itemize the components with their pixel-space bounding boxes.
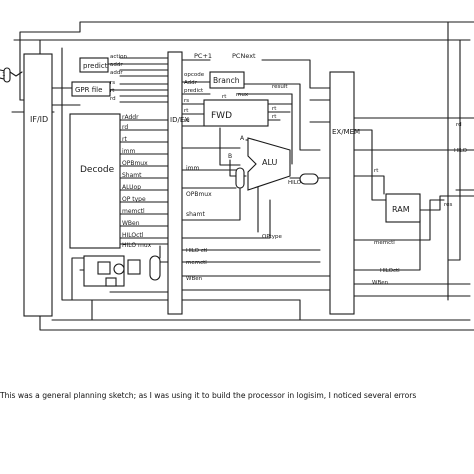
- hilo-out-label: HILO: [454, 148, 468, 154]
- action-label: action: [110, 54, 127, 60]
- pc-plus-1-label: PC+1: [194, 52, 212, 60]
- hilo-ctl2-label: HILOctl: [380, 268, 400, 274]
- top-labels: PC+1 PCNext action addr addr rs rt rd 1: [2, 52, 256, 102]
- mux-symbols: [3, 67, 319, 287]
- predict-in-label: predict: [184, 88, 204, 94]
- decode-output-label: HILO mux: [122, 242, 152, 249]
- rd-small-label: rd: [110, 96, 116, 102]
- predict-block: predict: [79, 57, 109, 73]
- stage-register-ex-mem: EX/MEM: [329, 71, 360, 315]
- res-label: res: [444, 202, 453, 208]
- gpr-file-block: GPR file: [71, 81, 111, 97]
- decode-output-label: imm: [122, 148, 136, 155]
- rt-mem-label: rt: [374, 168, 379, 174]
- decode-block: Decode: [69, 113, 121, 249]
- predict-label: predict: [83, 62, 108, 70]
- decode-output-label: rt: [122, 136, 127, 143]
- stage-label-if-id: IF/ID: [30, 115, 48, 124]
- rt-b-label: rt: [272, 114, 277, 120]
- decode-output-label: rAddr: [122, 114, 139, 121]
- decode-output-label: WBen: [122, 220, 140, 227]
- one-label: 1: [2, 72, 6, 78]
- decode-output-label: rd: [122, 124, 128, 131]
- caption: This was a general planning sketch; as I…: [0, 391, 417, 400]
- decode-output-label: ALUop: [122, 184, 141, 191]
- imm-label: imm: [186, 165, 200, 172]
- branch-block: Branch: [209, 71, 245, 89]
- idex-labels: opcode Addr predict rs rt rd rt mux resu…: [184, 72, 302, 282]
- alu-label: ALU: [262, 158, 278, 167]
- result-label: result: [272, 84, 288, 90]
- decode-output-label: memctl: [122, 208, 145, 215]
- pc-next-label: PCNext: [232, 52, 256, 60]
- decode-output-label: OP type: [122, 196, 146, 203]
- fwd-block: FWD: [203, 99, 269, 127]
- fwd-label: FWD: [211, 111, 232, 121]
- alu-block: ALU: [247, 137, 291, 191]
- addr-label: Addr: [184, 80, 198, 86]
- decode-output-label: Shamt: [122, 172, 142, 179]
- exmem-labels: rd HILO rt res memctl HILOctl WBen: [372, 122, 468, 286]
- stage-label-ex-mem: EX/MEM: [332, 128, 360, 136]
- decode-label: Decode: [80, 165, 115, 175]
- ram-block: RAM: [385, 193, 421, 223]
- rd-label: rd: [184, 118, 190, 124]
- rt-label: rt: [184, 108, 189, 114]
- hilo-label: HILO: [288, 180, 302, 186]
- mem-ctl-label: memctl: [186, 260, 207, 266]
- addr-small-label: addr: [110, 62, 123, 68]
- shamt-label: shamt: [186, 211, 205, 218]
- stage-register-if-id: IF/ID: [23, 53, 53, 317]
- gpr-file-label: GPR file: [75, 86, 102, 94]
- stage-register-id-ex: ID/EX: [167, 51, 189, 315]
- memctl2-label: memctl: [374, 240, 395, 246]
- rt-sig-label: rt: [222, 94, 227, 100]
- stage-label-id-ex: ID/EX: [170, 116, 189, 124]
- rs-label: rs: [184, 98, 189, 104]
- decode-output-label: HILOctl: [122, 232, 144, 239]
- wben2-label: WBen: [372, 280, 389, 286]
- addr-small-label-2: addr: [110, 70, 123, 76]
- opbmux-label: OPBmux: [186, 191, 212, 198]
- opcode-label: opcode: [184, 72, 205, 78]
- branch-label: Branch: [213, 76, 240, 85]
- wben-label: WBen: [186, 276, 203, 282]
- op-type-label: OPtype: [262, 234, 283, 240]
- rt-a-label: rt: [272, 106, 277, 112]
- hilo-ctl-label: HILO ctl: [186, 248, 208, 254]
- ram-label: RAM: [392, 205, 410, 214]
- a-input-label: A: [240, 135, 245, 142]
- rd-out-label: rd: [456, 122, 462, 128]
- mux-label: mux: [236, 92, 249, 98]
- rt-small-label: rt: [110, 88, 115, 94]
- rs-small-label: rs: [110, 80, 115, 86]
- b-input-label: B: [228, 153, 232, 160]
- decode-output-label: OPBmux: [122, 160, 148, 167]
